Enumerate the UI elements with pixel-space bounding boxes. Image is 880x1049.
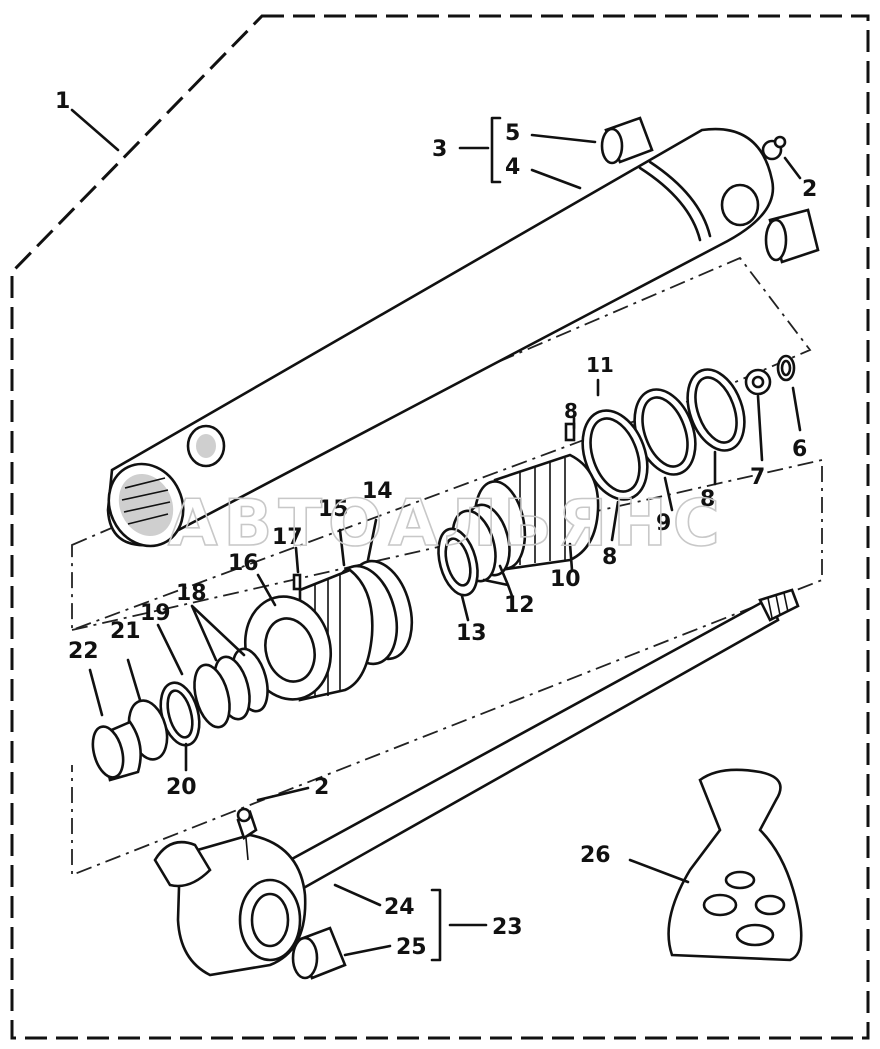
leader-lines [70,108,802,962]
callout-3: 3 [432,137,447,162]
rod-seal-rings [91,647,269,782]
callout-2-bottom: 2 [314,775,329,800]
grease-fitting-top [761,135,787,161]
callout-25: 25 [396,935,427,960]
callout-4: 4 [505,155,520,180]
piston-rod [153,588,800,977]
callout-13: 13 [456,621,487,646]
callout-26: 26 [580,843,611,868]
callout-18: 18 [176,581,207,606]
callout-1: 1 [55,89,70,114]
callout-12: 12 [504,593,535,618]
callout-5: 5 [505,121,520,146]
cylinder-barrel [106,127,775,548]
watermark: АВТОАЛЬЯНС [168,487,726,561]
callout-labels: 1 3 5 4 2 11 8 6 7 8 9 8 10 12 13 14 15 … [55,89,817,960]
callout-15: 15 [318,497,349,522]
callout-19: 19 [140,601,171,626]
callout-22: 22 [68,639,99,664]
callout-24: 24 [384,895,415,920]
callout-8-mid: 8 [602,545,617,570]
piston-assembly [243,559,414,702]
callout-8-top: 8 [564,399,578,423]
callout-21: 21 [110,619,141,644]
callout-8-right: 8 [700,487,715,512]
assembly-boundary [10,14,870,1040]
callout-16: 16 [228,551,259,576]
callout-7: 7 [750,465,765,490]
bushing-5 [600,116,654,165]
gland-rings [581,354,796,501]
callout-2-top: 2 [802,177,817,202]
seal-kit-bag [667,768,803,962]
callout-11: 11 [586,353,614,377]
callout-17: 17 [272,525,303,550]
callout-20: 20 [166,775,197,800]
callout-6: 6 [792,437,807,462]
callout-23: 23 [492,915,523,940]
bushing-25 [291,926,347,980]
callout-14: 14 [362,479,393,504]
callout-9: 9 [656,511,671,536]
seal-rings-12-13 [437,503,511,597]
callout-10: 10 [550,567,581,592]
bushing-right [764,208,820,264]
